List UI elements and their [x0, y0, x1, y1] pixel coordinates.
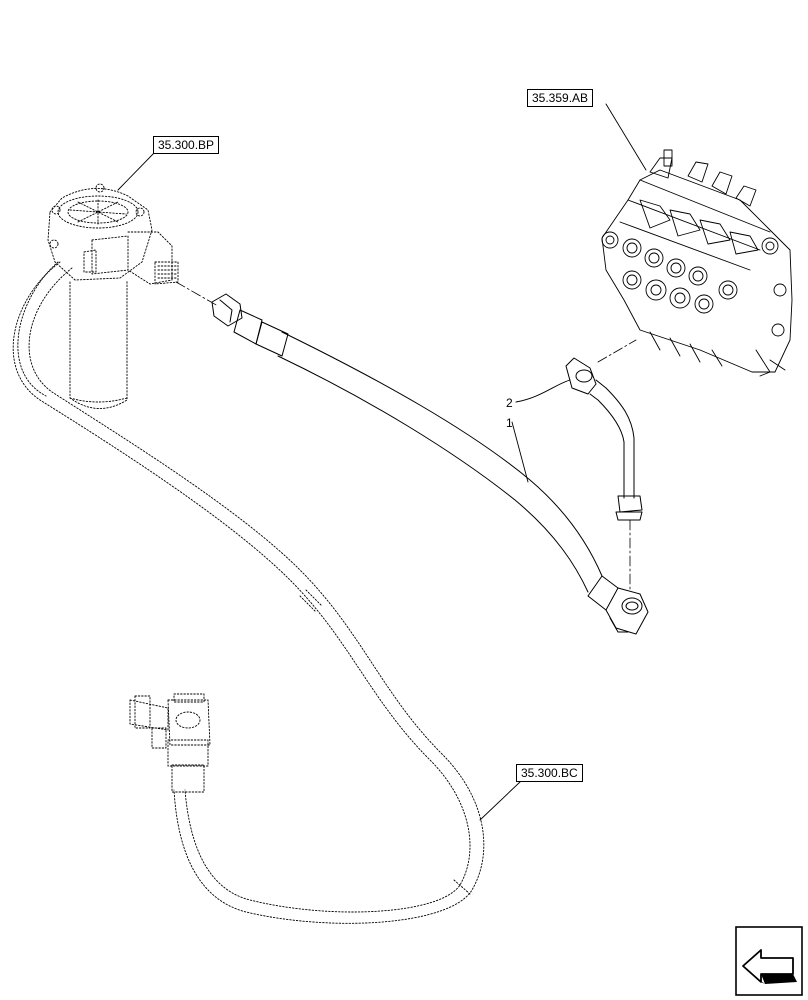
reference-label-filter[interactable]: 35.300.BP: [153, 136, 220, 154]
callout-item-1: 1: [506, 416, 513, 430]
callout-item-2: 2: [506, 396, 513, 410]
center-lines: [175, 281, 637, 593]
control-valve-block: [601, 149, 793, 377]
hose-item-1: [211, 293, 649, 635]
leader-lines: [117, 103, 647, 821]
previous-page-arrow-icon[interactable]: [735, 926, 803, 996]
filter-assembly: [47, 183, 179, 409]
reference-label-return-hose[interactable]: 35.300.BC: [516, 764, 583, 782]
return-hose-phantom: [12, 261, 485, 924]
tube-item-2: [565, 357, 643, 521]
reference-label-valve[interactable]: 35.359.AB: [527, 89, 594, 107]
